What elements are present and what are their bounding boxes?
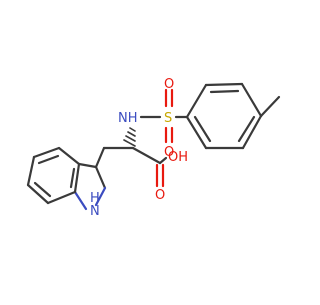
- bond-ca-cooh: [131, 146, 162, 165]
- stereo-hash-bond: [123, 127, 136, 147]
- bond-benz-3: [26, 155, 36, 187]
- bond-tolyl-1: [185, 83, 208, 119]
- structure-canvas: NH S O O OH O H N: [26, 77, 281, 219]
- atom-label-nh: NH: [118, 111, 138, 126]
- atom-label-oxygen-top: O: [164, 77, 174, 92]
- bond-tolyl-2: [204, 82, 244, 87]
- atom-label-hydroxyl: OH: [168, 150, 188, 165]
- bond-c2-n: [94, 186, 107, 207]
- bond-tolyl-6: [185, 115, 208, 150]
- bond-benz-4: [26, 183, 50, 205]
- bond-tolyl-3: [240, 82, 263, 118]
- bond-benz-1: [57, 146, 81, 166]
- bond-tolyl-inner-1: [209, 89, 240, 94]
- bond-ch2-c3: [94, 146, 106, 169]
- bond-n-c7a: [73, 190, 88, 211]
- bond-benz-2: [32, 146, 61, 159]
- bond-tolyl-4: [241, 114, 263, 150]
- bond-c3-c2: [94, 165, 107, 190]
- bond-benz-inner-2: [33, 181, 52, 198]
- bond-tolyl-inner-2: [237, 115, 256, 143]
- bond-c3a-c3: [77, 162, 98, 169]
- label-layer: NH S O O OH O H N: [90, 77, 188, 219]
- atom-label-indole-n: N: [90, 204, 100, 219]
- atom-label-oxygen-bottom: O: [164, 145, 174, 160]
- molecule-diagram: NH S O O OH O H N: [26, 77, 281, 219]
- bond-benz-inner-1: [37, 154, 60, 165]
- atom-label-indole-h: H: [90, 191, 100, 206]
- bond-layer: [26, 82, 281, 211]
- bond-benz-5: [46, 190, 77, 205]
- atom-label-sulfur: S: [164, 111, 172, 126]
- bond-c-oh: [158, 156, 168, 165]
- bond-methyl: [259, 95, 281, 118]
- bond-tolyl-inner-3: [193, 115, 212, 143]
- bond-c7a-c3a: [73, 162, 81, 194]
- atom-label-carbonyl-oxygen: O: [155, 188, 165, 203]
- bond-benz-inner-3: [69, 167, 76, 189]
